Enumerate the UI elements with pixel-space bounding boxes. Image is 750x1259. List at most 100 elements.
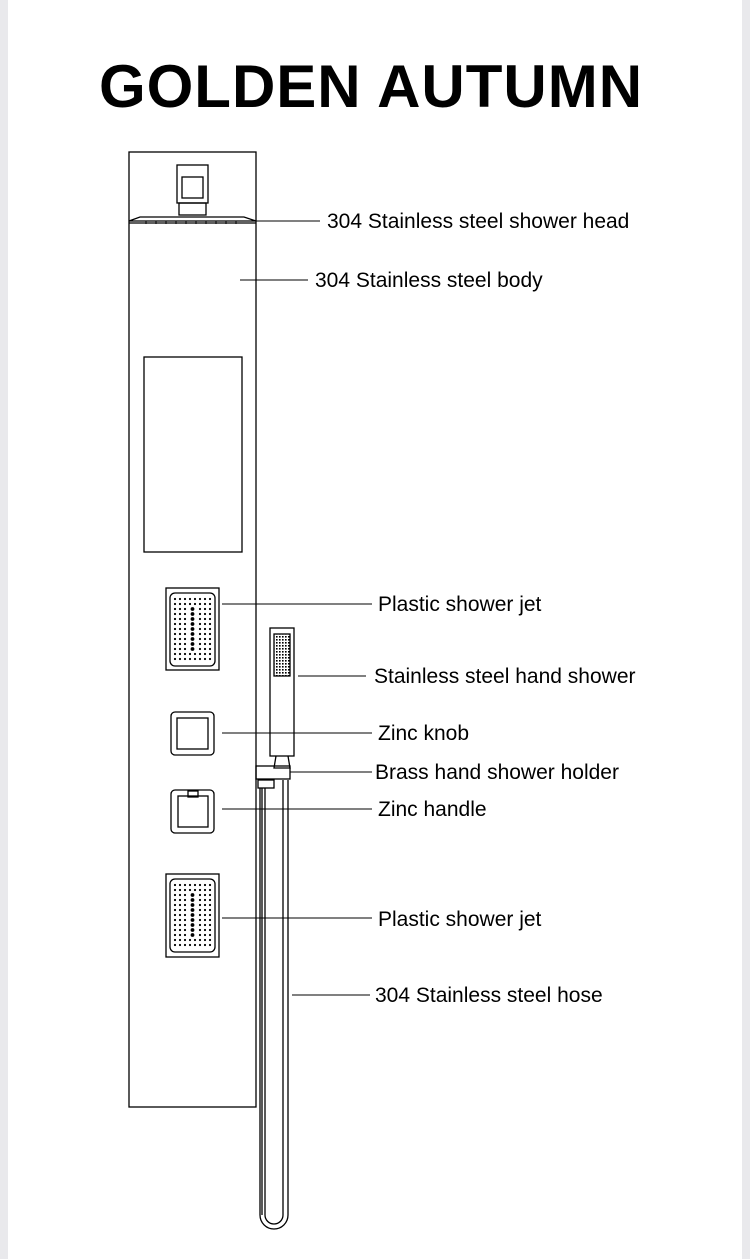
nozzle-dot (190, 647, 195, 651)
nozzle-dot (173, 893, 177, 897)
nozzle-dot (198, 933, 202, 937)
nozzle-dot (208, 642, 212, 646)
nozzle-dot (190, 923, 195, 927)
nozzle-dot (188, 943, 192, 947)
nozzle-dot (198, 918, 202, 922)
nozzle-dot (178, 602, 182, 606)
nozzle-dot (188, 602, 192, 606)
nozzle-dot (208, 883, 212, 887)
nozzle-dot (178, 632, 182, 636)
nozzle-dot (178, 913, 182, 917)
nozzle-dot (208, 622, 212, 626)
label-jet-top: Plastic shower jet (378, 593, 542, 616)
nozzle-dot (198, 627, 202, 631)
nozzle-dot (183, 913, 187, 917)
nozzle-dot (183, 657, 187, 661)
nozzle-dot (190, 627, 195, 631)
nozzle-dot (208, 888, 212, 892)
label-hand-shower: Stainless steel hand shower (374, 665, 636, 688)
nozzle-dot (198, 928, 202, 932)
nozzle-dot (183, 928, 187, 932)
nozzle-dot (190, 898, 195, 902)
nozzle-dot (208, 627, 212, 631)
nozzle-dot (203, 612, 207, 616)
panel-body (128, 151, 257, 1108)
product-title: GOLDEN AUTUMN (98, 53, 644, 120)
nozzle-dot (183, 622, 187, 626)
nozzle-dot (198, 903, 202, 907)
nozzle-dot (183, 627, 187, 631)
nozzle-dot (198, 943, 202, 947)
nozzle-dot (178, 898, 182, 902)
nozzle-dot (173, 898, 177, 902)
nozzle-dot (178, 923, 182, 927)
nozzle-dot (183, 898, 187, 902)
nozzle-dot (198, 908, 202, 912)
nozzle-dot (208, 903, 212, 907)
nozzle-dot (193, 597, 197, 601)
nozzle-dot (208, 898, 212, 902)
nozzle-dot (203, 903, 207, 907)
nozzle-dot (183, 602, 187, 606)
nozzle-dot (173, 903, 177, 907)
nozzle-dot (178, 893, 182, 897)
nozzle-dot (203, 632, 207, 636)
nozzle-dot (193, 657, 197, 661)
nozzle-dot (190, 913, 195, 917)
nozzle-dot (208, 923, 212, 927)
nozzle-dot (190, 617, 195, 621)
nozzle-dot (183, 908, 187, 912)
label-body: 304 Stainless steel body (315, 269, 543, 292)
nozzle-dot (178, 607, 182, 611)
nozzle-dot (203, 637, 207, 641)
nozzle-dot (173, 632, 177, 636)
nozzle-dot (208, 612, 212, 616)
nozzle-dot (173, 938, 177, 942)
nozzle-dot (178, 918, 182, 922)
nozzle-dot (198, 938, 202, 942)
nozzle-dot (173, 933, 177, 937)
nozzle-dot (208, 933, 212, 937)
nozzle-dot (178, 627, 182, 631)
nozzle-dot (198, 883, 202, 887)
nozzle-dot (190, 642, 195, 646)
nozzle-dot (178, 652, 182, 656)
nozzle-dot (173, 657, 177, 661)
hand-shower (269, 627, 295, 769)
nozzle-dot (203, 908, 207, 912)
nozzle-dot (183, 893, 187, 897)
label-holder: Brass hand shower holder (375, 761, 619, 784)
nozzle-dot (178, 888, 182, 892)
label-shower-head: 304 Stainless steel shower head (327, 210, 629, 233)
nozzle-dot (208, 913, 212, 917)
nozzle-dot (190, 918, 195, 922)
nozzle-dot (190, 893, 195, 897)
leader-lines (222, 220, 372, 996)
nozzle-dot (198, 622, 202, 626)
nozzle-dot (183, 617, 187, 621)
nozzle-dot (203, 597, 207, 601)
nozzle-dot (203, 652, 207, 656)
nozzle-dot (208, 602, 212, 606)
nozzle-dot (178, 883, 182, 887)
nozzle-dot (193, 652, 197, 656)
nozzle-dot (178, 642, 182, 646)
nozzle-dot (203, 938, 207, 942)
nozzle-dot (198, 607, 202, 611)
nozzle-dot (208, 928, 212, 932)
nozzle-dot (208, 617, 212, 621)
nozzle-dot (203, 602, 207, 606)
nozzle-dot (190, 928, 195, 932)
nozzle-dot (173, 612, 177, 616)
nozzle-dot (173, 602, 177, 606)
nozzle-dot (190, 933, 195, 937)
nozzle-dot (198, 893, 202, 897)
nozzle-dot (178, 612, 182, 616)
nozzle-dot (183, 938, 187, 942)
nozzle-dot (193, 938, 197, 942)
nozzle-dot (198, 632, 202, 636)
nozzle-dot (208, 938, 212, 942)
nozzle-dot (183, 903, 187, 907)
nozzle-dot (178, 928, 182, 932)
nozzle-dot (178, 908, 182, 912)
